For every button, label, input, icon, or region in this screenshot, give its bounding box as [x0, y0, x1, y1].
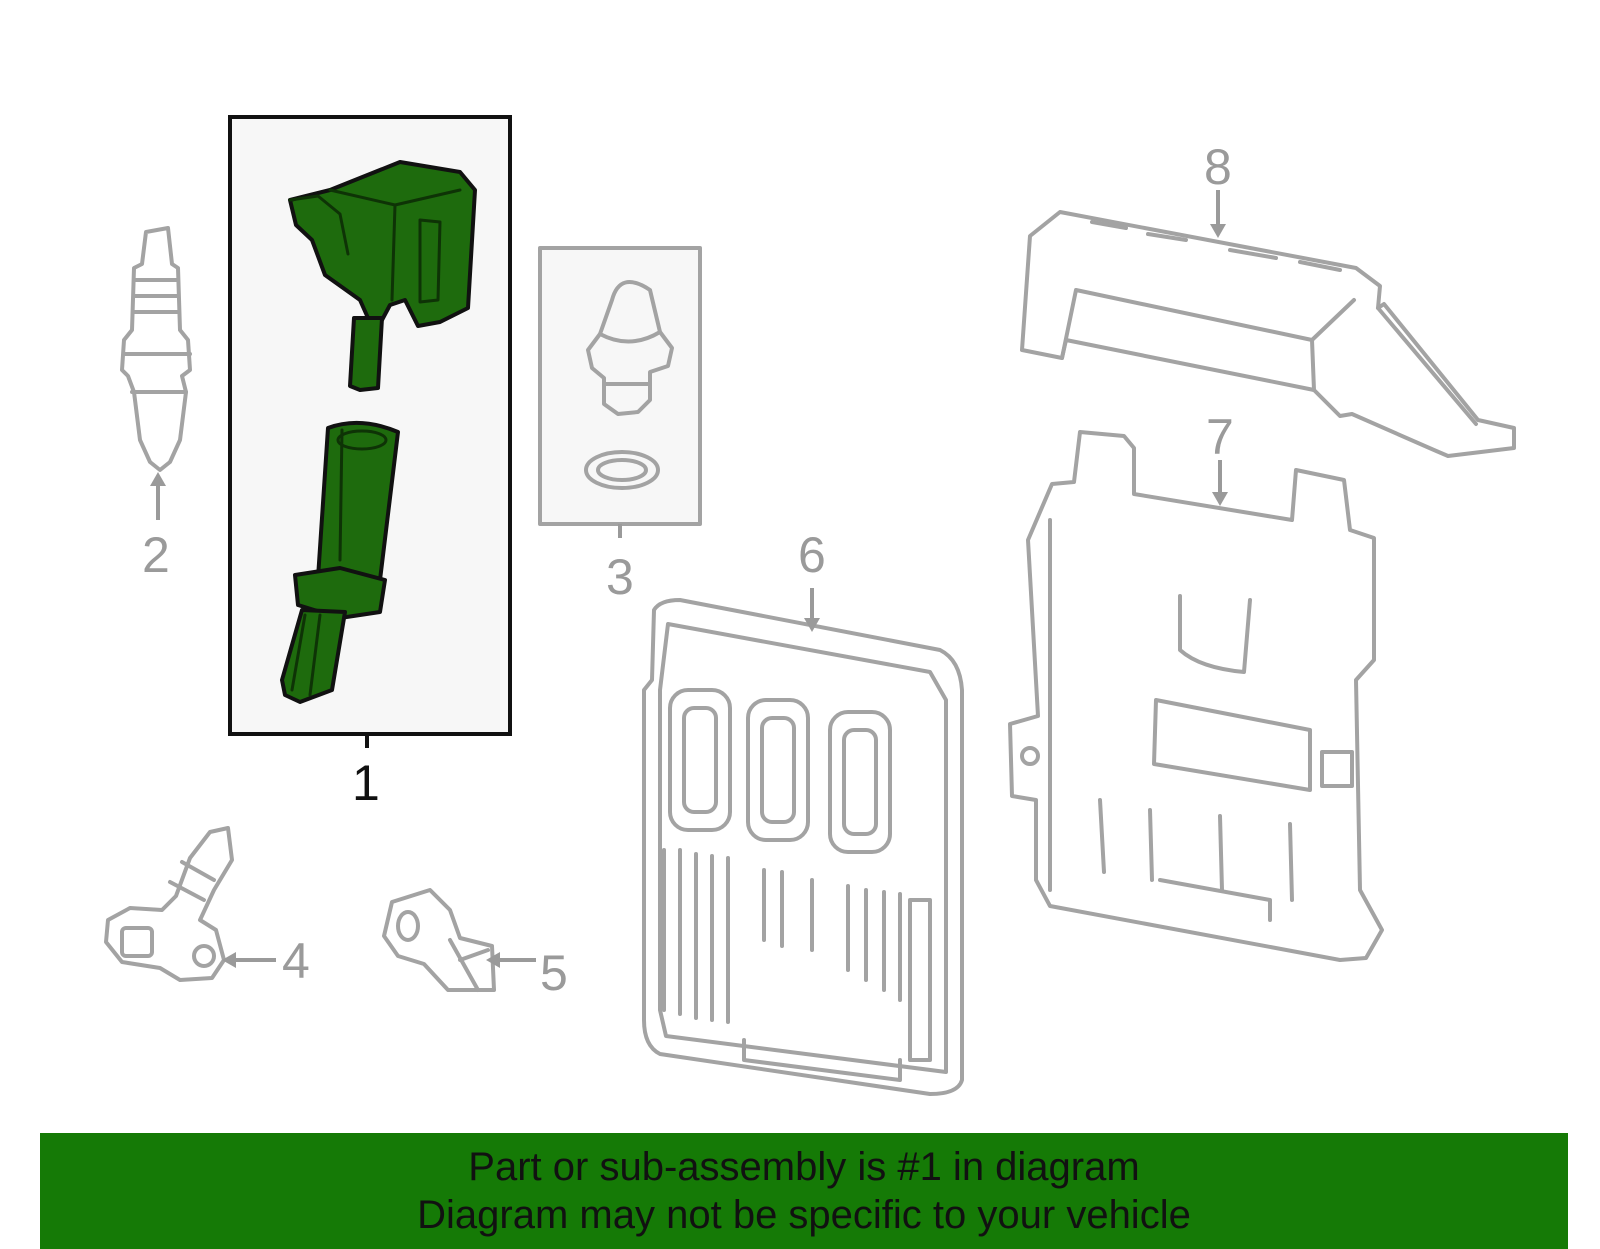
info-banner: Part or sub-assembly is #1 in diagram Di…: [40, 1133, 1568, 1249]
banner-line-1: Part or sub-assembly is #1 in diagram: [468, 1145, 1140, 1189]
part-6-control-module[interactable]: [642, 588, 964, 1096]
part-4-position-sensor[interactable]: [104, 826, 276, 982]
part-5-knock-sensor[interactable]: [382, 888, 536, 992]
part-2-spark-plug[interactable]: [120, 226, 192, 520]
callout-5: 5: [540, 945, 568, 1001]
callout-1: 1: [352, 755, 380, 811]
callout-7: 7: [1206, 409, 1234, 465]
callout-2: 2: [142, 527, 170, 583]
part-7-bracket[interactable]: [1008, 430, 1384, 962]
part-6-connector-a: [668, 688, 732, 832]
callout-4: 4: [282, 933, 310, 989]
part-6-connector-c: [828, 710, 892, 854]
part-6-connector-b: [746, 698, 810, 842]
part-3-sensor[interactable]: [538, 246, 702, 538]
banner-line-2: Diagram may not be specific to your vehi…: [417, 1193, 1191, 1237]
callout-6: 6: [798, 527, 826, 583]
callout-3: 3: [606, 549, 634, 605]
part-1-ignition-coil[interactable]: [228, 115, 512, 748]
callout-8: 8: [1204, 139, 1232, 195]
part-8-cover[interactable]: [1020, 190, 1516, 458]
